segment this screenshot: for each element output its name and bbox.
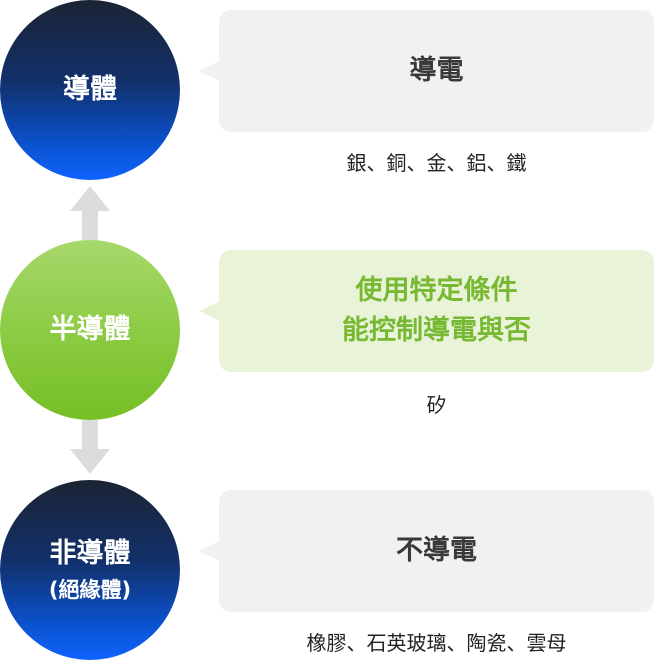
semiconductor-examples: 矽: [426, 393, 447, 417]
conductor-examples: 銀、銅、金、鋁、鐵: [346, 151, 527, 175]
arrow-up-icon: [70, 186, 110, 240]
semiconductor-box: 使用特定條件 能控制導電與否: [219, 250, 654, 372]
insulator-examples: 橡膠、石英玻璃、陶瓷、雲母: [306, 631, 567, 655]
semiconductor-property-line-1: 使用特定條件: [355, 275, 518, 306]
insulator-property: 不導電: [396, 535, 477, 566]
semiconductor-title: 半導體: [49, 314, 131, 345]
insulator-subtitle: (絕緣體): [48, 578, 132, 602]
semiconductor-property-line-2: 能控制導電與否: [342, 315, 531, 346]
insulator-pointer: [199, 541, 220, 561]
conductor-pointer: [199, 61, 220, 81]
insulator-title: 非導體: [49, 538, 131, 569]
insulator-circle: 非導體 (絕緣體): [0, 480, 180, 660]
conductor-title: 導體: [63, 74, 117, 105]
arrow-down-icon: [70, 420, 110, 474]
conductor-property: 導電: [409, 55, 464, 86]
insulator-box: 不導電: [219, 490, 654, 612]
conductor-box: 導電: [219, 10, 654, 132]
semiconductor-circle: 半導體: [0, 240, 180, 420]
semiconductor-pointer: [199, 301, 220, 321]
conductor-circle: 導體: [0, 0, 180, 180]
